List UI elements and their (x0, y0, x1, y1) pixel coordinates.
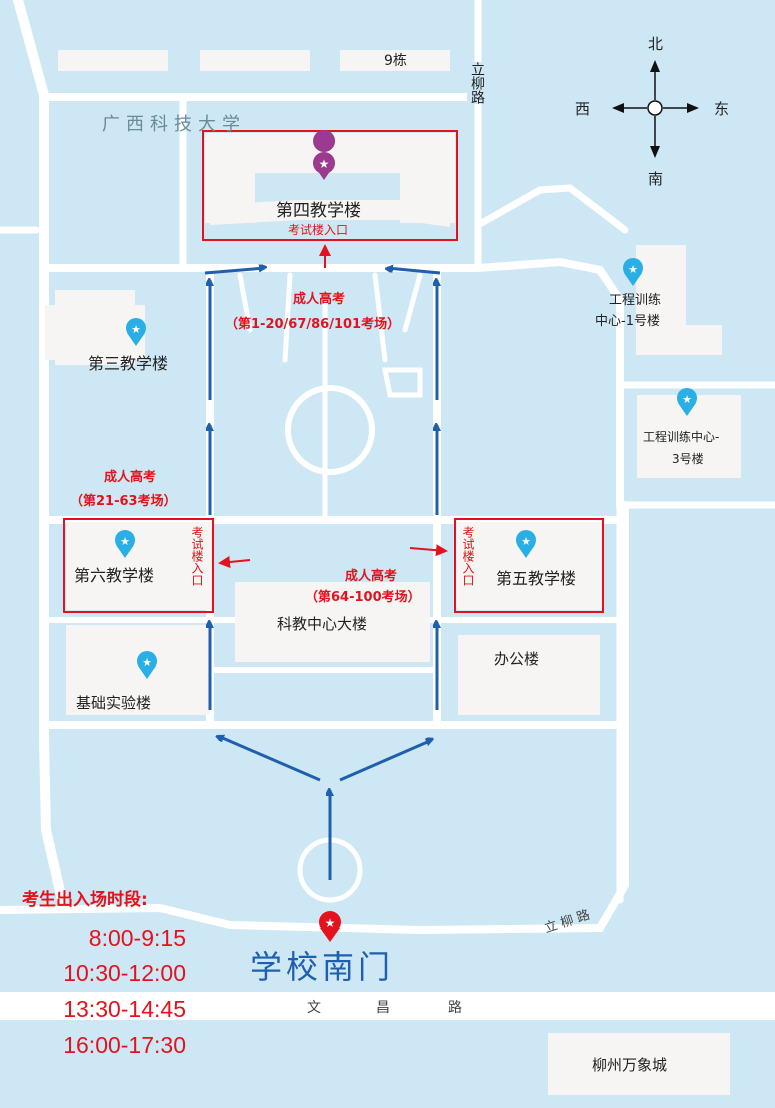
label-teaching-building-3[interactable]: 第三教学楼 (88, 354, 169, 373)
pin-blue-icon: ★ (137, 651, 157, 679)
label-road-wenchang: 文 (307, 1000, 321, 1016)
campus-name: 广西科技大学 (102, 114, 246, 135)
exam-building-6-box (63, 518, 214, 613)
pin-purple-icon: ★ (313, 130, 336, 180)
exam-north-rooms: （第1-20/67/86/101考场） (225, 317, 401, 332)
pin-blue-icon: ★ (126, 318, 146, 346)
label-exam-entrance-east: 考试楼入口 (461, 526, 475, 586)
label-teaching-building-6[interactable]: 第六教学楼 (74, 566, 155, 585)
compass-icon (612, 60, 699, 158)
exam-east-rooms: （第64-100考场） (305, 590, 421, 605)
compass-west: 西 (575, 100, 591, 118)
label-engineering-1-line2[interactable]: 中心-1号楼 (595, 314, 660, 329)
pin-blue-icon: ★ (623, 258, 643, 286)
svg-text:★: ★ (120, 535, 130, 548)
exam-east-title: 成人高考 (345, 569, 398, 584)
label-science-center[interactable]: 科教中心大楼 (277, 615, 368, 633)
label-engineering-1-line1[interactable]: 工程训练 (608, 293, 661, 308)
schedule-time: 16:00-17:30 (63, 1032, 186, 1058)
schedule-title: 考生出入场时段: (22, 890, 148, 910)
label-dorm-9: 9栋 (384, 53, 407, 69)
svg-text:★: ★ (325, 916, 336, 930)
svg-text:★: ★ (682, 393, 692, 406)
map-pins: ★ ★ ★ ★ ★ ★ ★ ★ (115, 130, 697, 942)
route-arrows (204, 268, 440, 880)
label-exam-entrance-north: 考试楼入口 (288, 223, 349, 237)
schedule-time: 13:30-14:45 (63, 996, 186, 1022)
svg-text:★: ★ (319, 157, 330, 171)
exam-west-rooms: （第21-63考场） (70, 494, 177, 509)
label-lab-building[interactable]: 基础实验楼 (76, 694, 152, 712)
compass-south: 南 (648, 170, 664, 188)
exam-building-4-box (202, 130, 458, 241)
label-road-liliu-vertical: 立柳路 (467, 62, 487, 104)
label-teaching-building-4[interactable]: 第四教学楼 (276, 201, 361, 221)
svg-text:★: ★ (628, 263, 638, 276)
svg-text:★: ★ (142, 656, 152, 669)
road-west (13, 0, 67, 905)
exam-west-title: 成人高考 (104, 470, 157, 485)
pin-blue-icon: ★ (677, 388, 697, 416)
label-teaching-building-5[interactable]: 第五教学楼 (496, 569, 577, 588)
svg-text:★: ★ (131, 323, 141, 336)
exam-north-title: 成人高考 (293, 292, 346, 307)
label-office[interactable]: 办公楼 (494, 650, 540, 668)
schedule-time: 8:00-9:15 (88, 925, 186, 951)
pin-red-gate-icon: ★ (319, 911, 341, 942)
label-road-wenchang: 路 (448, 1000, 462, 1016)
label-engineering-3-line1[interactable]: 工程训练中心- (643, 430, 720, 444)
svg-text:★: ★ (521, 535, 531, 548)
compass-north: 北 (648, 35, 664, 53)
label-exam-entrance-west: 考试楼入口 (190, 526, 204, 586)
compass-east: 东 (714, 100, 730, 118)
schedule-time: 10:30-12:00 (63, 960, 186, 986)
exam-building-5-box (454, 518, 604, 613)
exam-arrow-west (218, 556, 251, 568)
mall-building (548, 1033, 730, 1095)
pin-blue-icon: ★ (115, 530, 135, 558)
pin-blue-icon: ★ (516, 530, 536, 558)
label-mall[interactable]: 柳州万象城 (592, 1056, 668, 1074)
label-south-gate[interactable]: 学校南门 (250, 948, 395, 986)
label-road-wenchang: 昌 (376, 1000, 390, 1016)
exam-arrow-east (409, 544, 448, 557)
label-engineering-3-line2[interactable]: 3号楼 (672, 452, 704, 466)
